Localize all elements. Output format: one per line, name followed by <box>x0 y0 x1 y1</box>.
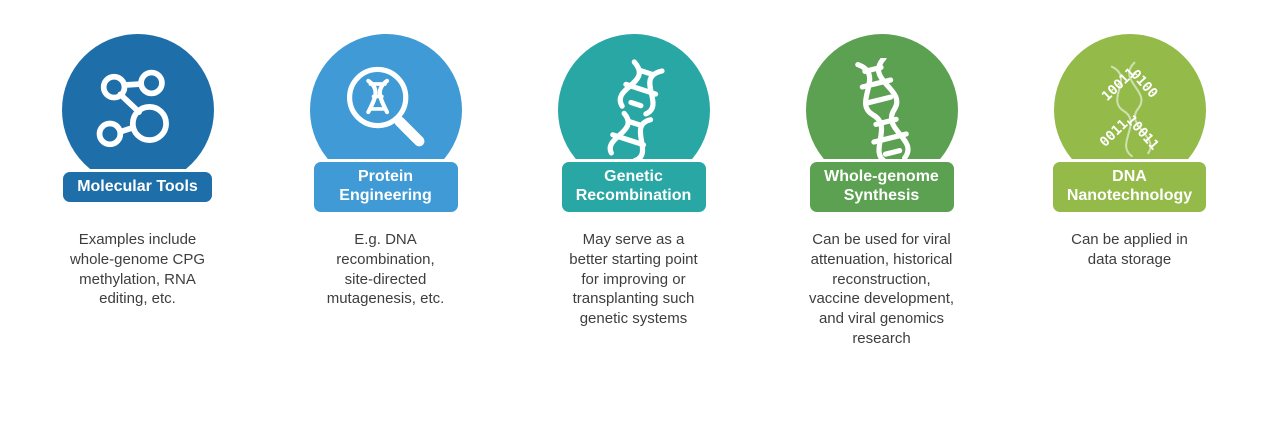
dna-helix-icon <box>854 58 910 162</box>
dna-magnifier-icon <box>346 66 424 147</box>
feature-column-molecular-tools: Molecular Tools Examples include whole-g… <box>18 34 258 309</box>
molecule-icon <box>96 69 169 148</box>
feature-column-protein-engineering: Protein Engineering E.g. DNA recombinati… <box>266 34 506 309</box>
feature-column-genetic-recombination: Genetic Recombination May serve as a bet… <box>514 34 754 329</box>
feature-description: May serve as a better starting point for… <box>569 231 698 328</box>
title-band-wrap: Genetic Recombination <box>558 156 709 218</box>
feature-column-dna-nanotechnology: 0100 10011 10011 0011 DNA Nanotechnology… <box>1010 34 1250 270</box>
title-band-wrap: Whole-genome Synthesis <box>806 156 957 218</box>
dna-fragments-icon <box>607 59 665 162</box>
title-band: DNA Nanotechnology <box>1049 159 1210 215</box>
binary-dna-icon: 0100 10011 10011 0011 <box>1096 61 1161 158</box>
feature-title: Genetic Recombination <box>575 168 692 204</box>
title-band: Genetic Recombination <box>558 159 709 215</box>
feature-description: E.g. DNA recombination, site-directed mu… <box>326 231 445 308</box>
title-band: Whole-genome Synthesis <box>806 159 957 215</box>
icon-circle <box>61 34 214 186</box>
feature-column-whole-genome-synthesis: Whole-genome Synthesis Can be used for v… <box>762 34 1002 349</box>
feature-description: Can be used for viral attenuation, histo… <box>808 231 955 347</box>
feature-title: Protein Engineering <box>339 168 432 204</box>
feature-description: Examples include whole-genome CPG methyl… <box>69 231 206 308</box>
title-band-wrap: DNA Nanotechnology <box>1049 156 1210 218</box>
infographic-row: Molecular Tools Examples include whole-g… <box>18 34 1250 349</box>
feature-title: Whole-genome Synthesis <box>824 168 939 204</box>
title-band: Molecular Tools <box>60 168 215 206</box>
feature-title: DNA Nanotechnology <box>1066 168 1193 204</box>
title-band-wrap: Molecular Tools <box>60 156 215 218</box>
title-band-wrap: Protein Engineering <box>310 156 461 218</box>
title-band: Protein Engineering <box>310 159 461 215</box>
feature-description: Can be applied in data storage <box>1071 231 1188 268</box>
feature-title: Molecular Tools <box>77 177 198 195</box>
